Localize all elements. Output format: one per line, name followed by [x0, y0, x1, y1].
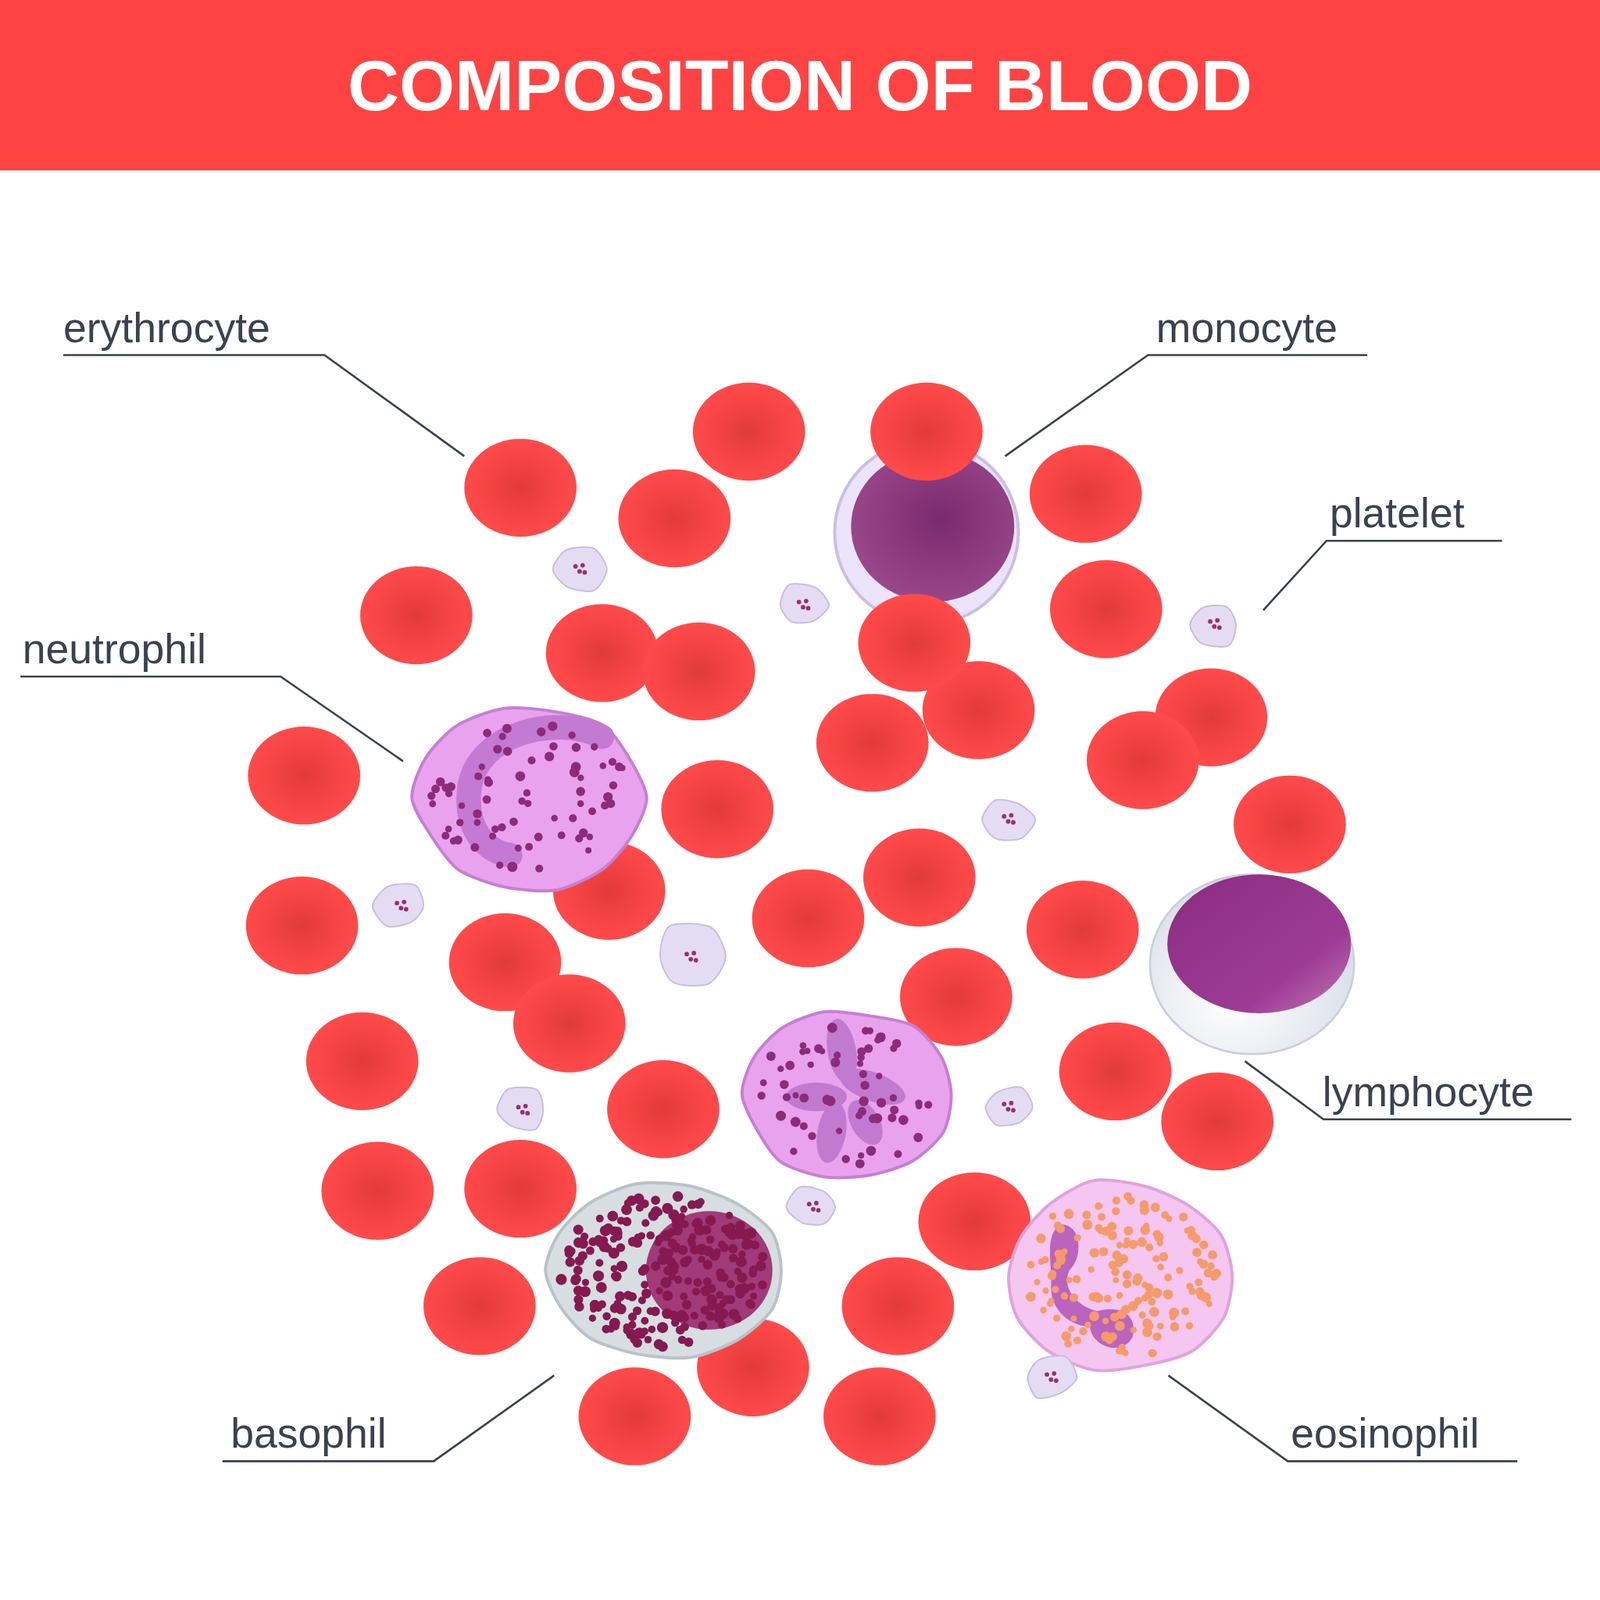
granules [555, 1191, 768, 1352]
erythrocyte-cell [607, 1060, 720, 1158]
platelet-cell [785, 1186, 836, 1225]
erythrocyte-cell [1050, 560, 1163, 658]
cell-label: monocyte [1156, 302, 1338, 354]
erythrocyte-cell [823, 1367, 936, 1465]
title: COMPOSITION OF BLOOD [0, 0, 1600, 171]
eosinophil-cell [1008, 1179, 1233, 1371]
erythrocyte-cell [247, 726, 361, 825]
erythrocyte-cell [1086, 710, 1200, 809]
platelet-cell [982, 800, 1036, 841]
erythrocyte-cell [1160, 1072, 1274, 1171]
platelet-cell [660, 923, 726, 986]
erythrocyte-cell [423, 1257, 536, 1355]
platelet-cell [372, 883, 424, 927]
cell-label: neutrophil [22, 623, 207, 675]
granules [757, 1022, 933, 1169]
erythrocyte-cell [863, 828, 976, 927]
erythrocyte-cell [1029, 444, 1143, 543]
granules [427, 721, 626, 872]
erythrocyte-cell [1059, 1022, 1172, 1121]
erythrocyte-cell [464, 1139, 577, 1238]
cell-label: erythrocyte [63, 302, 271, 354]
platelet-cell [496, 1087, 543, 1131]
platelet-cell [985, 1086, 1033, 1126]
platelet-cell [1189, 605, 1236, 647]
erythrocyte-cell [642, 622, 756, 721]
erythrocyte-cell [321, 1142, 434, 1240]
granulocyte-cell [742, 1011, 952, 1179]
erythrocyte-cell [618, 469, 732, 568]
basophil-cell [545, 1182, 782, 1358]
erythrocyte-cell [1026, 880, 1140, 979]
cell-label: eosinophil [1290, 1407, 1479, 1459]
erythrocyte-cell [464, 439, 577, 537]
erythrocyte-cell [857, 593, 971, 692]
erythrocyte-cell [752, 869, 865, 968]
neutrophil-cell [411, 707, 647, 891]
platelet-cell [780, 583, 829, 623]
erythrocyte-cell [1233, 775, 1347, 874]
cell-label: basophil [230, 1407, 386, 1459]
title-band [0, 0, 1600, 171]
platelet-cell [1027, 1355, 1077, 1399]
erythrocyte-cell [660, 760, 774, 858]
erythrocyte-cell [546, 603, 659, 702]
erythrocyte-cell [360, 566, 473, 665]
erythrocyte-cell [306, 1012, 419, 1111]
granules [1025, 1192, 1222, 1358]
cell-label: lymphocyte [1322, 1066, 1535, 1118]
erythrocyte-cell [842, 1257, 955, 1355]
erythrocyte-cell [692, 382, 806, 481]
platelet-cell [553, 546, 608, 592]
erythrocyte-cell [870, 382, 983, 481]
erythrocyte-cell [246, 876, 359, 975]
erythrocyte-cell [816, 693, 929, 792]
lymphocyte-cell [1150, 874, 1354, 1054]
cell-label: platelet [1329, 487, 1465, 539]
leader-lines [20, 355, 1572, 1462]
erythrocyte-cell [578, 1367, 692, 1465]
erythrocyte-cell [513, 974, 626, 1072]
